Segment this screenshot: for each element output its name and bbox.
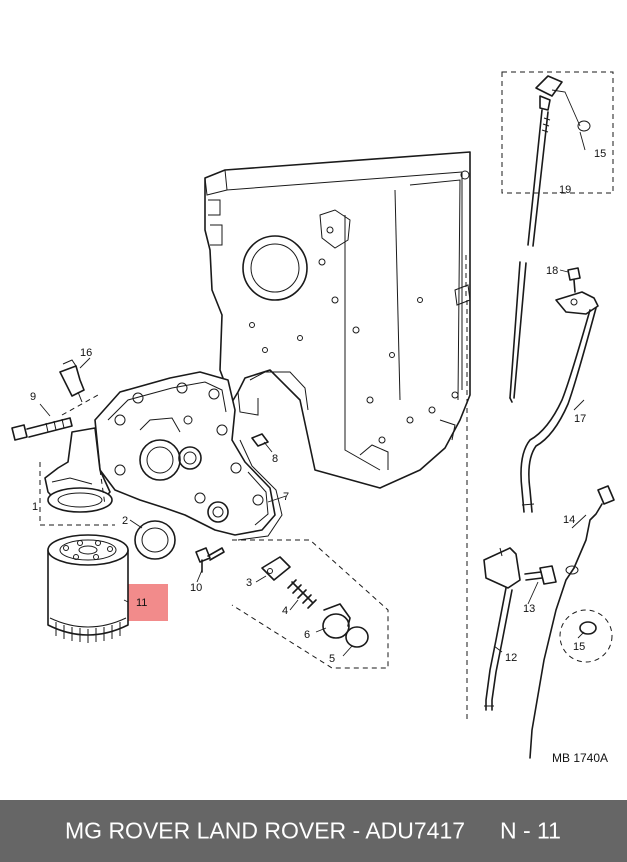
diagram-reference: MB 1740A	[552, 751, 608, 765]
oil-seal	[134, 520, 176, 560]
callouts: 1 2 3 4 5 6 7 8 9 10 11 12 13 14 15 15 1…	[30, 148, 608, 765]
callout-10: 10	[190, 582, 202, 594]
dipstick	[509, 75, 591, 403]
callout-17: 17	[574, 413, 586, 425]
bolt	[11, 417, 73, 441]
callout-13: 13	[523, 603, 535, 615]
callout-9: 9	[30, 391, 36, 403]
engine-block	[204, 151, 471, 489]
leader-lines	[39, 89, 587, 657]
dipstick-tube-upper	[520, 291, 599, 513]
callout-19: 19	[559, 184, 571, 196]
parts-diagram: 1 2 3 4 5 6 7 8 9 10 11 12 13 14 15 15 1…	[11, 71, 615, 765]
footer-page-number: N - 11	[500, 817, 561, 844]
callout-16: 16	[80, 347, 92, 359]
callout-18: 18	[546, 265, 558, 277]
callout-7: 7	[283, 491, 289, 503]
footer-bar: MG ROVER LAND ROVER - ADU7417 N - 11	[0, 800, 627, 862]
bolt-small	[195, 547, 225, 573]
footer-title: MG ROVER LAND ROVER - ADU7417	[65, 817, 466, 844]
item-1-group-outline	[39, 394, 115, 526]
callout-3: 3	[246, 577, 252, 589]
dipstick-tube-lower	[483, 547, 521, 711]
relief-valve-group-outline	[231, 539, 389, 669]
callout-15-upper: 15	[594, 148, 606, 160]
callout-14: 14	[563, 514, 575, 526]
item-11-highlight	[128, 584, 168, 621]
tube-bolt	[524, 565, 557, 585]
relief-valve-plug	[322, 603, 351, 639]
dowel	[251, 433, 269, 447]
bracket-bolt	[567, 267, 581, 293]
callout-11: 11	[136, 597, 147, 609]
callout-4: 4	[282, 605, 288, 617]
o-ring-detail	[559, 609, 613, 663]
oil-filter	[47, 534, 129, 643]
gasket	[237, 439, 283, 541]
callout-2: 2	[122, 515, 128, 527]
oil-pump-housing	[44, 371, 276, 536]
callout-1: 1	[32, 501, 38, 513]
callout-6: 6	[304, 629, 310, 641]
callout-8: 8	[272, 453, 278, 465]
callout-15-lower: 15	[573, 641, 585, 653]
sealing-washer	[345, 626, 369, 648]
oil-pressure-switch	[59, 359, 85, 403]
callout-5: 5	[329, 653, 335, 665]
dipstick-long	[529, 485, 615, 759]
callout-12: 12	[505, 652, 517, 664]
relief-valve-spring	[287, 579, 317, 609]
relief-valve-plunger	[261, 556, 291, 581]
dipstick-group-outline	[501, 71, 614, 194]
